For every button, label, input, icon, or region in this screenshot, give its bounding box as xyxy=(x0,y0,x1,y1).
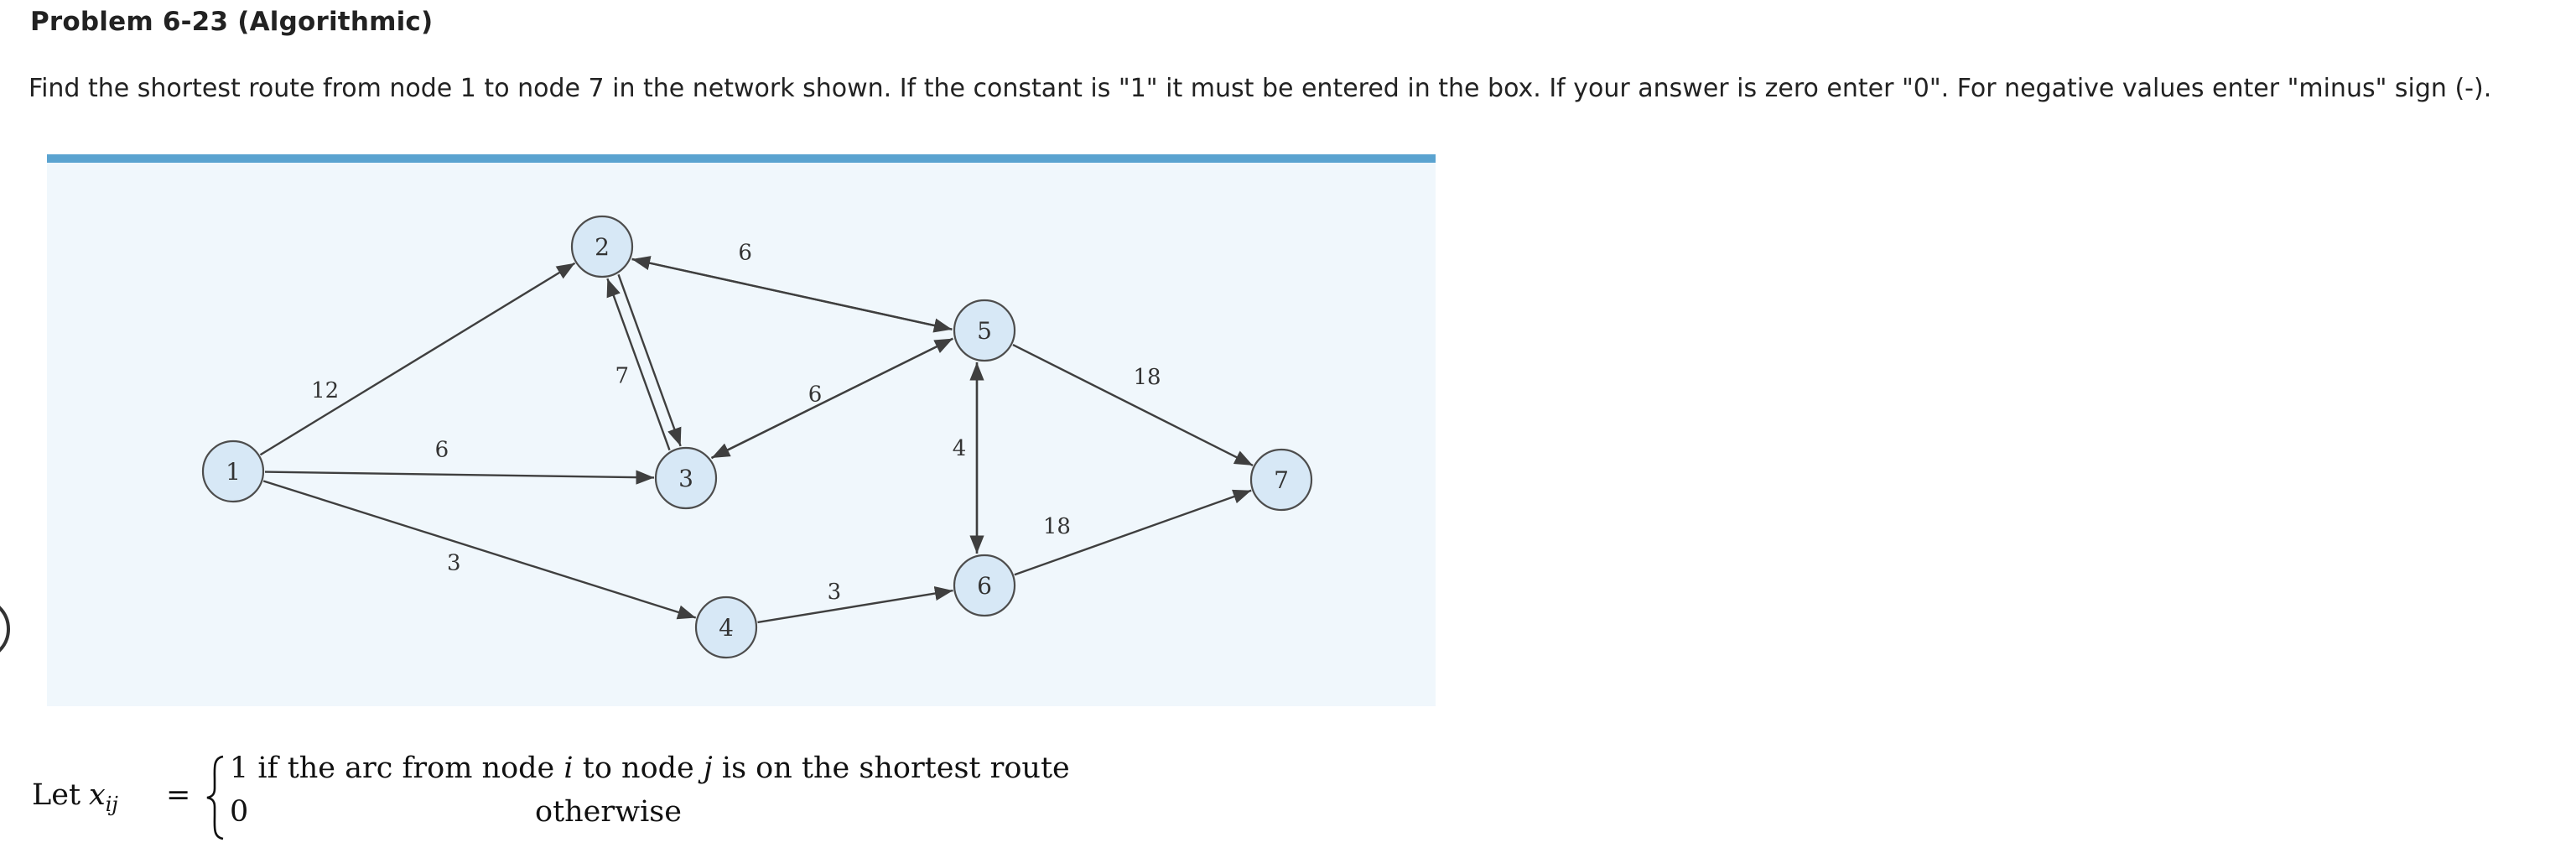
arc-weight-5-6: 4 xyxy=(953,436,967,461)
arc-weight-5-7: 18 xyxy=(1134,365,1161,390)
node-2 xyxy=(570,215,634,278)
node-label-3: 3 xyxy=(678,465,693,492)
left-brace-icon xyxy=(206,755,224,840)
arc-weight-1-4: 3 xyxy=(447,550,461,575)
case-otherwise-label: otherwise xyxy=(535,795,682,829)
diagram-top-band xyxy=(47,154,1436,163)
arc-weight-2-3: 7 xyxy=(615,364,630,389)
arc-weight-4-6: 3 xyxy=(828,580,842,605)
problem-title: Problem 6-23 (Algorithmic) xyxy=(30,7,434,37)
arc-2-to-3 xyxy=(617,273,682,447)
arc-4-to-6 xyxy=(757,586,953,624)
case-on-route: 1 if the arc from node i to node j is on… xyxy=(230,752,1070,785)
node-label-6: 6 xyxy=(977,572,992,600)
node-label-4: 4 xyxy=(719,614,734,642)
arc-weight-6-7: 18 xyxy=(1043,514,1071,539)
arc-weight-2-5: 6 xyxy=(738,241,752,266)
arc-5-to-7 xyxy=(1012,343,1254,467)
problem-instructions: Find the shortest route from node 1 to n… xyxy=(29,74,2492,103)
arc-1-to-3 xyxy=(264,470,655,485)
node-6 xyxy=(953,554,1016,617)
case-otherwise-value: 0 xyxy=(230,795,249,829)
node-7 xyxy=(1249,448,1313,512)
arc-1-to-4 xyxy=(262,480,697,620)
arc-3-to-2 xyxy=(606,278,671,451)
node-5 xyxy=(953,299,1016,362)
let-label: Let xyxy=(32,778,81,812)
arc-6-to-7 xyxy=(1014,489,1252,576)
node-4 xyxy=(694,596,758,659)
arc-5-to-2 xyxy=(631,256,953,330)
variable-symbol: x xyxy=(89,778,106,812)
arc-5-to-3 xyxy=(710,337,953,460)
node-1 xyxy=(201,440,265,503)
arc-weight-1-2: 12 xyxy=(311,378,339,403)
node-3 xyxy=(654,446,718,510)
equals-sign: = xyxy=(166,778,191,812)
node-label-7: 7 xyxy=(1274,466,1289,494)
decision-variable-definition: Let xij = 1 if the arc from node i to no… xyxy=(32,752,1070,844)
decision-variable: xij xyxy=(89,778,118,816)
edge-partial-circle-icon xyxy=(0,597,10,661)
node-label-2: 2 xyxy=(595,233,610,261)
variable-subscript: ij xyxy=(105,793,118,816)
arc-weight-3-5: 6 xyxy=(808,382,823,407)
node-label-1: 1 xyxy=(226,458,241,486)
arc-1-to-2 xyxy=(259,262,576,456)
arc-weight-1-3: 6 xyxy=(435,438,449,463)
node-label-5: 5 xyxy=(977,317,992,345)
